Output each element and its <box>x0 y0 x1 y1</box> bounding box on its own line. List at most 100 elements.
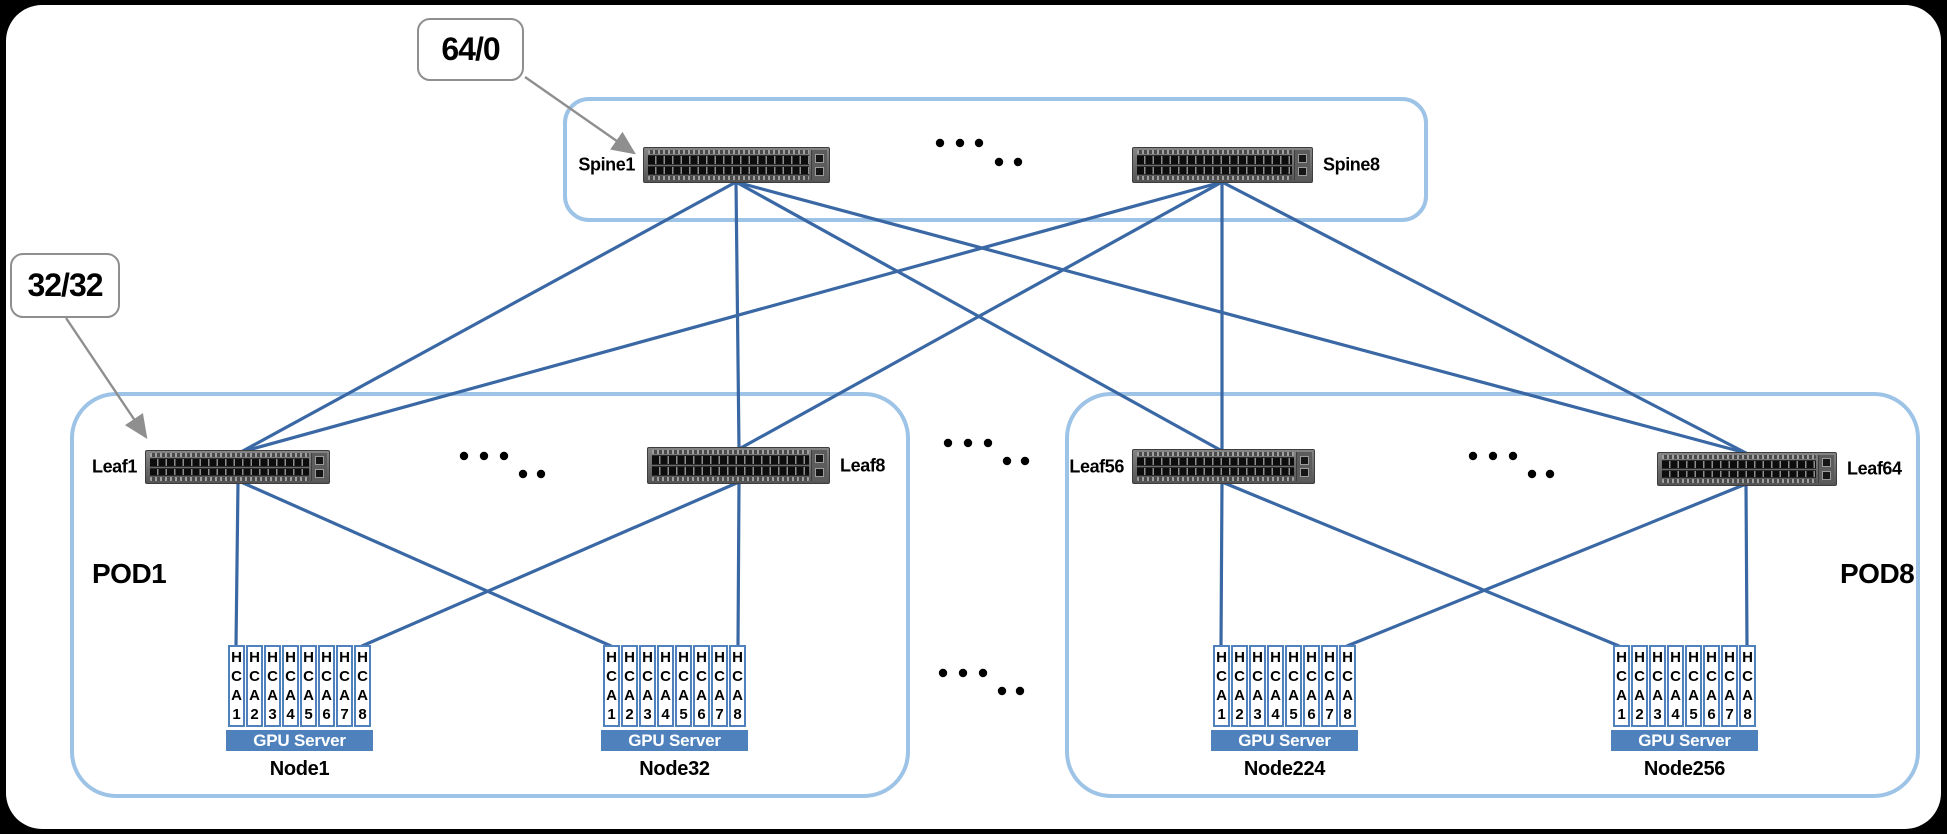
hca-char: C <box>624 668 635 685</box>
spine-ellipsis-dot <box>994 157 1004 167</box>
hca-char: 1 <box>1217 706 1226 723</box>
switch-port-row <box>652 455 809 465</box>
leaf56-label: Leaf56 <box>1069 456 1124 476</box>
hca-char: H <box>1670 649 1681 666</box>
switch-port-row <box>150 458 309 467</box>
link-leaf56-node224 <box>1219 480 1224 648</box>
hca-char: H <box>1252 649 1263 666</box>
hca-char: H <box>696 649 707 666</box>
hca-char: 3 <box>1653 706 1662 723</box>
hca-char: A <box>1234 687 1245 704</box>
hca-char: H <box>339 649 350 666</box>
hca-char: 7 <box>715 706 724 723</box>
link-spine1-leaf64 <box>734 180 1748 455</box>
hca-char: 3 <box>268 706 277 723</box>
hca-char: A <box>1306 687 1317 704</box>
hca-char: C <box>660 668 671 685</box>
hca-char: 7 <box>340 706 349 723</box>
switch-ports <box>652 455 809 476</box>
inter-pod-node-ellipsis-dot <box>938 668 948 678</box>
switch-bottom-vents <box>1662 479 1816 483</box>
hca-char: C <box>1288 668 1299 685</box>
hca-char: C <box>732 668 743 685</box>
hca-char: 8 <box>733 706 742 723</box>
hca-char: C <box>696 668 707 685</box>
switch-led <box>1300 468 1309 478</box>
hca-char: H <box>249 649 260 666</box>
hca-char: C <box>1270 668 1281 685</box>
hca-char: A <box>1324 687 1335 704</box>
hca-char: 1 <box>1617 706 1626 723</box>
spine1-switch <box>643 147 830 183</box>
hca-char: C <box>1724 668 1735 685</box>
switch-port-row <box>648 165 809 175</box>
hca-char: A <box>339 687 350 704</box>
hca-char: C <box>1252 668 1263 685</box>
switch-bottom-vents <box>652 477 809 481</box>
hca-char: H <box>1342 649 1353 666</box>
hca-char: A <box>1616 687 1627 704</box>
hca-char: 3 <box>643 706 652 723</box>
inter-pod-node-ellipsis-dot <box>978 668 988 678</box>
link-leaf64-node224 <box>1345 482 1748 648</box>
hca-char: A <box>624 687 635 704</box>
switch-led <box>1300 455 1309 465</box>
spine-ellipsis-dot <box>1013 157 1023 167</box>
pod1-leaf-ellipsis-dot <box>499 451 509 461</box>
hca-char: H <box>714 649 725 666</box>
switch-port-row <box>648 155 809 165</box>
hca-char: A <box>267 687 278 704</box>
switch-top-vents <box>1137 150 1292 154</box>
hca-char: C <box>714 668 725 685</box>
pod1-box <box>70 392 910 798</box>
pod8-leaf-ellipsis-dot <box>1488 451 1498 461</box>
switch-led <box>815 154 824 163</box>
hca-char: 5 <box>1289 706 1298 723</box>
hca-char: 4 <box>661 706 670 723</box>
hca-char: 2 <box>1235 706 1244 723</box>
hca-char: H <box>660 649 671 666</box>
hca-char: C <box>1234 668 1245 685</box>
hca-char: 5 <box>1689 706 1698 723</box>
inter-pod-leaf-ellipsis-dot <box>1020 456 1030 466</box>
inter-pod-node-ellipsis-dot <box>1015 686 1025 696</box>
hca-char: C <box>267 668 278 685</box>
node32-gpu-server-bar: GPU Server <box>601 730 748 751</box>
pod1-leaf-ellipsis-dot <box>459 451 469 461</box>
hca-char: A <box>1216 687 1227 704</box>
callout-label: 32/32 <box>27 267 103 303</box>
callout-arrow <box>65 317 148 439</box>
link-spine8-leaf8 <box>737 180 1224 451</box>
switch-port-row <box>1137 467 1294 476</box>
hca-char: 7 <box>1325 706 1334 723</box>
hca-char: A <box>1270 687 1281 704</box>
spine-ellipsis-dot <box>974 138 984 148</box>
link-spine8-leaf64 <box>1220 180 1748 455</box>
hca-char: H <box>1742 649 1753 666</box>
node32-label: Node32 <box>639 758 710 780</box>
switch-led <box>1822 458 1831 468</box>
hca-char: 6 <box>1707 706 1716 723</box>
switch-mgmt-ports <box>1294 150 1310 180</box>
switch-led <box>315 456 324 466</box>
inter-pod-leaf-ellipsis-dot <box>983 438 993 448</box>
hca-char: A <box>231 687 242 704</box>
hca-char: C <box>339 668 350 685</box>
spine-box <box>563 97 1428 222</box>
hca-char: 6 <box>322 706 331 723</box>
leaf64-label: Leaf64 <box>1847 458 1902 479</box>
link-spine8-leaf1 <box>239 180 1224 454</box>
